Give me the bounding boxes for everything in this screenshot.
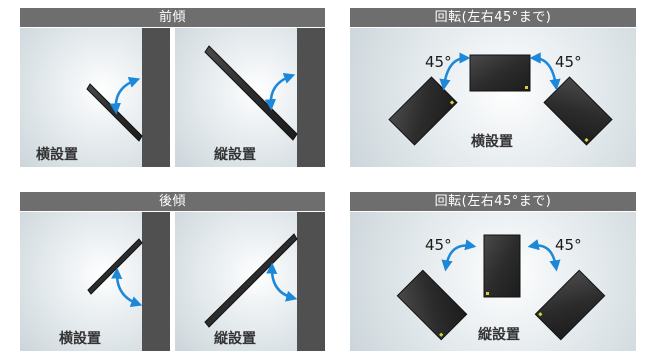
angle-label-right: 45° (555, 236, 582, 254)
panel-title: 回転(左右45°まで) (350, 8, 636, 27)
monitor-center (469, 54, 531, 92)
panel-title: 回転(左右45°まで) (350, 192, 636, 211)
panel-title: 後傾 (20, 192, 325, 211)
panel-rotation-landscape: 回転(左右45°まで) 45° 45° 横設置 (350, 8, 636, 167)
scene-portrait-tilt-forward: 縦設置 (175, 28, 325, 167)
caption-landscape: 横設置 (59, 331, 101, 347)
scene-landscape-tilt-backward: 横設置 (20, 212, 170, 351)
rotate-arrow-left (439, 52, 471, 91)
panel-rotation-portrait: 回転(左右45°まで) 45° 45° 縦設置 (350, 192, 636, 351)
caption-landscape: 横設置 (471, 134, 513, 150)
caption-portrait: 縦設置 (478, 327, 520, 343)
indicator-led (486, 292, 489, 295)
angle-label-left: 45° (425, 53, 452, 71)
panel-title: 前傾 (20, 8, 325, 27)
wall (142, 212, 170, 351)
tilt-arrow (111, 267, 143, 307)
wall (297, 28, 325, 167)
caption-landscape: 横設置 (36, 147, 78, 163)
monitor-center (483, 234, 521, 298)
rotate-arrow-left (441, 239, 477, 272)
rotate-arrow-right (527, 239, 561, 272)
monitor (86, 83, 143, 142)
scene-portrait-tilt-backward: 縦設置 (175, 212, 325, 351)
angle-label-left: 45° (425, 236, 452, 254)
rotate-arrow-right (529, 52, 561, 91)
panel-tilt-forward: 前傾 横設置 縦設置 (20, 8, 325, 167)
monitor-right (534, 269, 606, 341)
wall (142, 28, 170, 167)
monitor (204, 233, 298, 328)
monitor (87, 238, 143, 295)
caption-portrait: 縦設置 (214, 147, 256, 163)
wall (297, 212, 325, 351)
indicator-led (449, 100, 455, 105)
scene-rotation-landscape: 45° 45° 横設置 (350, 28, 636, 167)
tilt-arrow (264, 73, 296, 111)
monitor-right (543, 76, 613, 146)
monitor-left (396, 269, 468, 341)
caption-portrait: 縦設置 (214, 331, 256, 347)
monitor (204, 45, 298, 141)
tilt-arrow (266, 262, 298, 302)
scene-rotation-portrait: 45° 45° 縦設置 (350, 212, 636, 351)
indicator-led (525, 86, 528, 89)
scene-landscape-tilt-forward: 横設置 (20, 28, 170, 167)
angle-label-right: 45° (555, 53, 582, 71)
monitor-left (388, 76, 458, 146)
panel-tilt-backward: 後傾 横設置 縦設置 (20, 192, 325, 351)
tilt-arrow (109, 77, 141, 115)
